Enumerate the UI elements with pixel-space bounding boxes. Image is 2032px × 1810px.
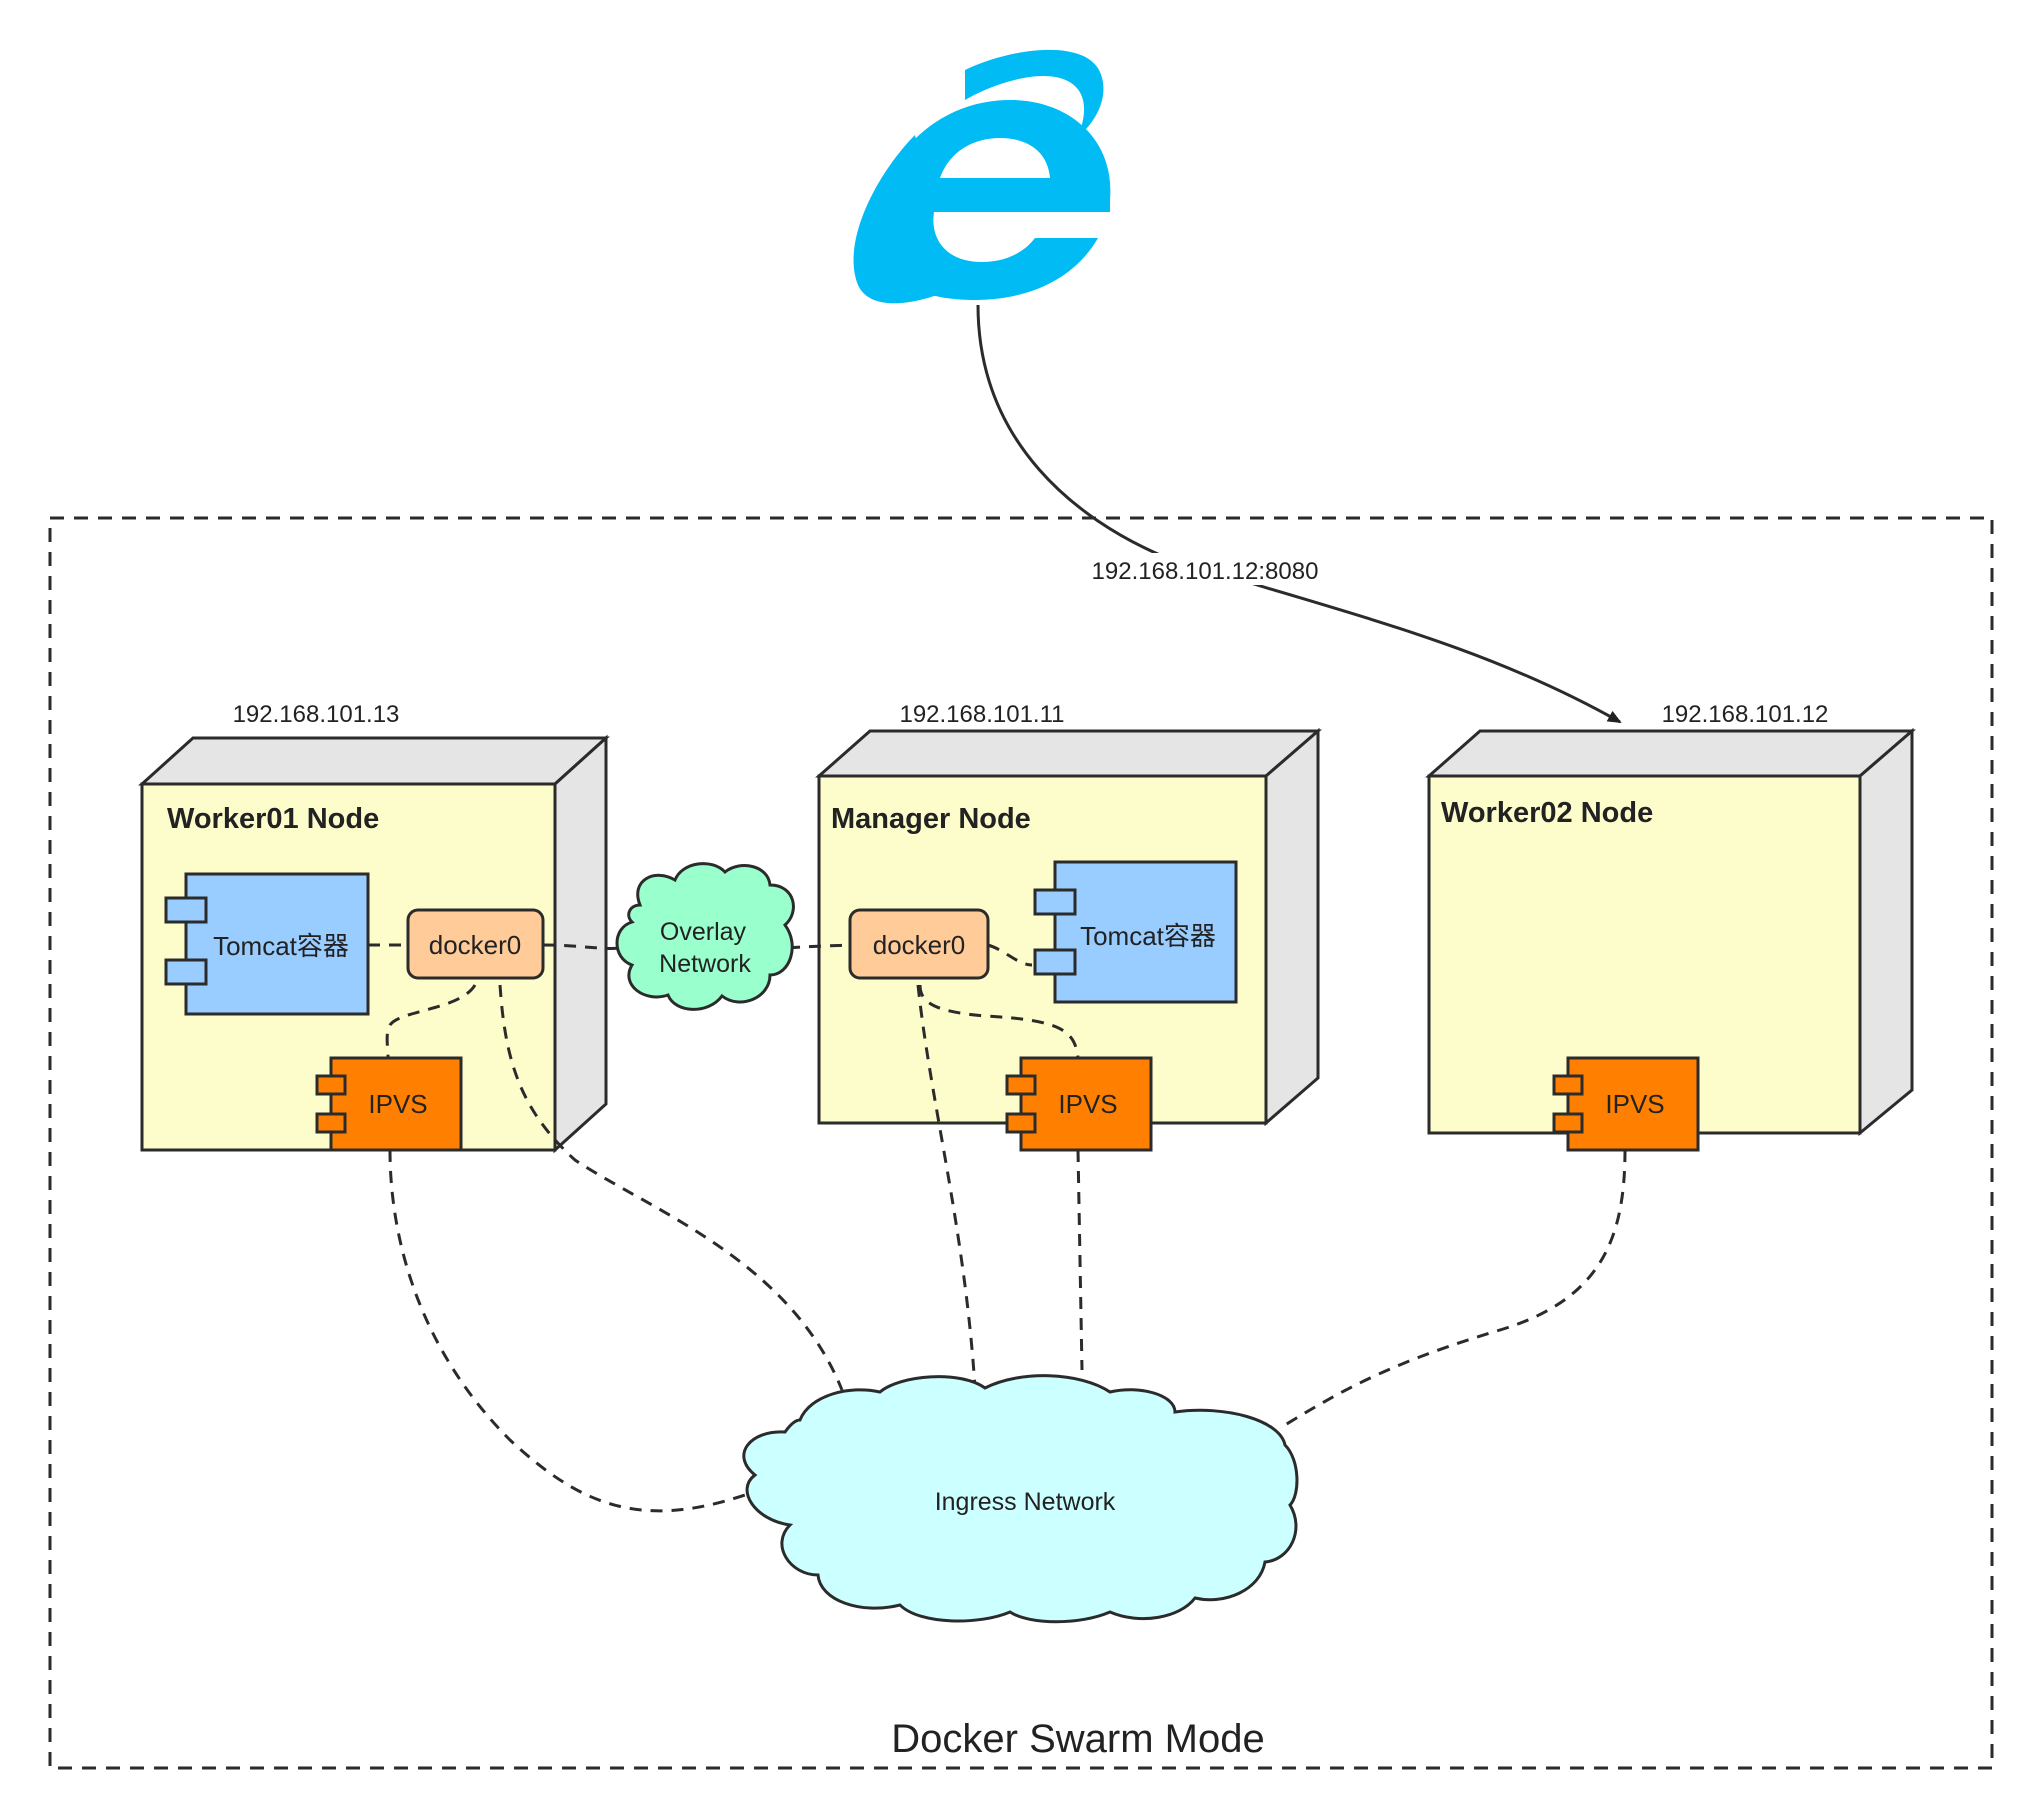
worker01-ipvs: IPVS: [315, 1056, 463, 1152]
worker01-title: Worker01 Node: [167, 803, 379, 835]
internet-explorer-icon: [853, 49, 1111, 304]
manager-tomcat-container: Tomcat容器: [1033, 860, 1238, 1004]
swarm-title: Docker Swarm Mode: [891, 1717, 1264, 1761]
overlay-network-cloud: Overlay Network: [615, 862, 795, 1011]
manager-docker0-label: docker0: [873, 930, 966, 960]
manager-ip: 192.168.101.11: [899, 701, 1064, 728]
manager-docker0: docker0: [848, 908, 990, 980]
manager-tomcat-label: Tomcat容器: [1080, 921, 1216, 951]
request-address-label: 192.168.101.12:8080: [1092, 558, 1319, 585]
overlay-network-label-line2: Network: [659, 950, 751, 978]
worker02-ip: 192.168.101.12: [1662, 701, 1829, 728]
ingress-network-label: Ingress Network: [935, 1488, 1116, 1516]
worker02-ipvs-label: IPVS: [1605, 1089, 1664, 1119]
manager-title: Manager Node: [831, 803, 1031, 835]
worker01-tomcat-label: Tomcat容器: [213, 931, 349, 961]
overlay-network-label-line1: Overlay: [660, 918, 747, 946]
manager-ipvs-label: IPVS: [1058, 1089, 1117, 1119]
ingress-network-cloud: Ingress Network: [742, 1374, 1299, 1624]
request-arrow: [976, 304, 1622, 724]
worker01-ipvs-label: IPVS: [368, 1089, 427, 1119]
swarm-boundary: [48, 516, 1994, 1770]
worker02-ipvs: IPVS: [1552, 1056, 1700, 1152]
connections: [368, 943, 1627, 1513]
worker01-tomcat-container: Tomcat容器: [164, 872, 370, 1016]
worker01-docker0: docker0: [406, 908, 545, 980]
worker02-title: Worker02 Node: [1441, 797, 1653, 829]
worker01-docker0-label: docker0: [429, 930, 522, 960]
manager-ipvs: IPVS: [1005, 1056, 1153, 1152]
worker01-ip: 192.168.101.13: [233, 701, 400, 728]
